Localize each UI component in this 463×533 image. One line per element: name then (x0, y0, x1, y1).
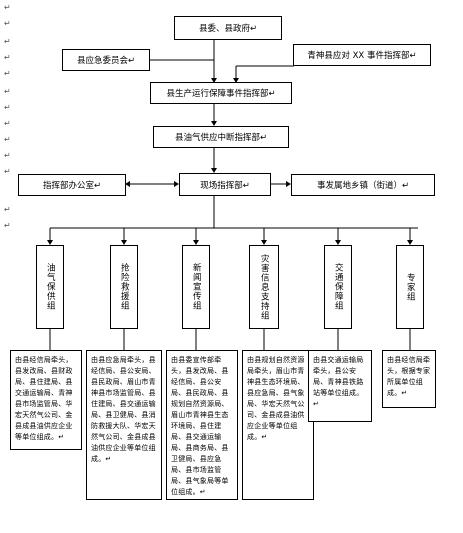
desc-rescue-text: 由县应急局牵头，县经信局、县公安局、县民政局、眉山市青神县市场监管局、县住建局、… (91, 356, 156, 463)
group-disaster-info-label: 灾害信息支持组 (259, 253, 270, 321)
group-gas-supply-label: 油气保供组 (45, 263, 56, 311)
xx-command-label: 青神县应对 XX 事件指挥部↵ (307, 51, 417, 61)
emergency-committee-box: 县应急委员会↵ (62, 49, 150, 71)
desc-news: 由县委宣传部牵头，县发改局、县经信局、县公安局、县民政局、县规划自然资源局、眉山… (166, 350, 238, 500)
emergency-committee-label: 县应急委员会↵ (76, 56, 136, 66)
incident-town-box: 事发属地乡镇（街道）↵ (291, 174, 435, 196)
group-experts-label: 专家组 (405, 272, 416, 302)
command-office-label: 指挥部办公室↵ (42, 181, 102, 191)
group-gas-supply: 油气保供组 (36, 245, 64, 329)
onsite-command-label: 现场指挥部↵ (200, 180, 250, 191)
onsite-command-box: 现场指挥部↵ (179, 173, 271, 196)
gas-interrupt-command-label: 县油气供应中断指挥部↵ (174, 133, 268, 143)
production-command-label: 县生产运行保障事件指挥部↵ (166, 89, 276, 99)
paragraph-mark: ↵ (4, 119, 11, 128)
paragraph-mark: ↵ (4, 151, 11, 160)
arrow-into-onsite-left (174, 181, 179, 187)
paragraph-mark: ↵ (4, 221, 11, 230)
paragraph-mark: ↵ (4, 103, 11, 112)
paragraph-mark: ↵ (4, 135, 11, 144)
gas-interrupt-command-box: 县油气供应中断指挥部↵ (153, 126, 289, 148)
paragraph-mark: ↵ (4, 205, 11, 214)
desc-disaster-info-text: 由县规划自然资源局牵头，眉山市青神县生态环境局、县应急局、县气象局、华宏天然气公… (247, 356, 305, 441)
group-traffic: 交通保障组 (324, 245, 352, 329)
desc-disaster-info: 由县规划自然资源局牵头，眉山市青神县生态环境局、县应急局、县气象局、华宏天然气公… (242, 350, 314, 500)
paragraph-mark: ↵ (4, 53, 11, 62)
paragraph-mark: ↵ (4, 167, 11, 176)
desc-gas-supply: 由县经信局牵头，县发改局、县财政局、县住建局、县交通运输局、青神县市场监管局、华… (10, 350, 82, 450)
group-rescue: 抢险救援组 (110, 245, 138, 329)
arrow-xx-into-production (233, 78, 239, 83)
paragraph-mark: ↵ (4, 19, 11, 28)
xx-command-box: 青神县应对 XX 事件指挥部↵ (293, 44, 431, 66)
desc-gas-supply-text: 由县经信局牵头，县发改局、县财政局、县住建局、县交通运输局、青神县市场监管局、华… (15, 356, 73, 441)
paragraph-mark: ↵ (4, 37, 11, 46)
desc-experts-text: 由县经信局牵头，根据专家所属单位组成。↵ (387, 356, 431, 397)
group-news: 新闻宣传组 (182, 245, 210, 329)
arrow-group-6 (407, 240, 413, 245)
group-news-label: 新闻宣传组 (191, 263, 202, 311)
group-traffic-label: 交通保障组 (333, 263, 344, 311)
group-experts: 专家组 (396, 245, 424, 329)
arrow-group-3 (193, 240, 199, 245)
arrow-group-1 (47, 240, 53, 245)
desc-experts: 由县经信局牵头，根据专家所属单位组成。↵ (382, 350, 436, 408)
arrow-into-onsite (211, 168, 217, 173)
desc-traffic: 由县交通运输局牵头，县公安局、青神县铁路站等单位组成。↵ (308, 350, 372, 422)
group-rescue-label: 抢险救援组 (119, 263, 130, 311)
gov-label: 县委、县政府↵ (198, 24, 258, 34)
arrow-group-5 (335, 240, 341, 245)
production-command-box: 县生产运行保障事件指挥部↵ (150, 82, 292, 104)
gov-box: 县委、县政府↵ (174, 16, 282, 40)
arrow-group-4 (261, 240, 267, 245)
paragraph-mark: ↵ (4, 69, 11, 78)
arrow-into-production (211, 78, 217, 83)
arrow-into-office (125, 181, 130, 187)
arrow-into-gas (211, 121, 217, 126)
arrow-group-2 (121, 240, 127, 245)
arrow-into-town (286, 181, 291, 187)
desc-rescue: 由县应急局牵头，县经信局、县公安局、县民政局、眉山市青神县市场监管局、县住建局、… (86, 350, 162, 500)
desc-news-text: 由县委宣传部牵头，县发改局、县经信局、县公安局、县民政局、县规划自然资源局、眉山… (171, 356, 229, 496)
desc-traffic-text: 由县交通运输局牵头，县公安局、青神县铁路站等单位组成。↵ (313, 356, 364, 408)
group-disaster-info: 灾害信息支持组 (249, 245, 279, 329)
paragraph-mark: ↵ (4, 3, 11, 12)
paragraph-mark: ↵ (4, 87, 11, 96)
command-office-box: 指挥部办公室↵ (18, 174, 126, 196)
incident-town-label: 事发属地乡镇（街道）↵ (316, 181, 410, 191)
